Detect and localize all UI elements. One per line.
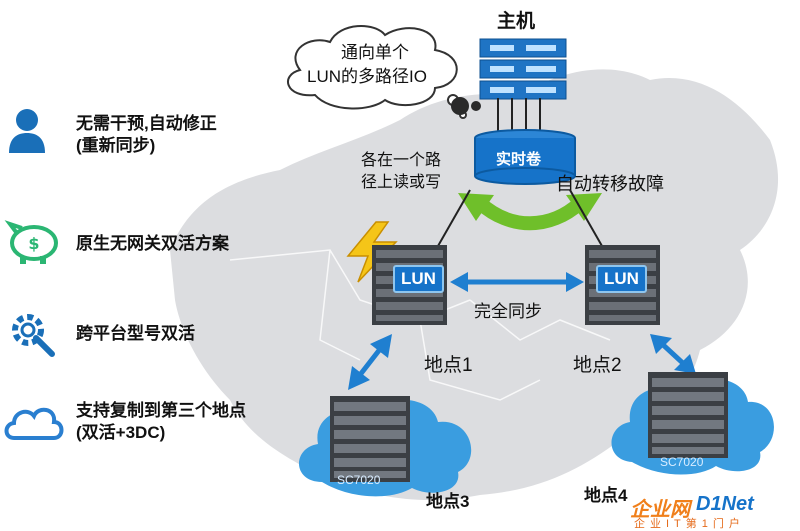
rw-note-1: 各在一个路 [361, 152, 442, 169]
replication-arrow-site4 [650, 334, 696, 374]
failover-label: 自动转移故障 [556, 174, 664, 194]
lun-badge-site1: LUN [393, 265, 444, 293]
feature-label-1: 无需干预,自动修正 (重新同步) [76, 114, 217, 155]
live-volume-label: 实时卷 [496, 151, 542, 168]
feature-label-3: 跨平台型号双活 [76, 324, 195, 343]
person-icon [6, 107, 48, 160]
gear-wrench-icon [6, 308, 56, 363]
server-icon [478, 37, 568, 106]
feature-label-4: 支持复制到第三个地点 (双活+3DC) [76, 401, 246, 442]
cloud-icon [2, 398, 66, 447]
svg-text:$: $ [28, 234, 39, 253]
replication-arrow-site3 [348, 334, 392, 390]
host-label: 主机 [497, 11, 536, 32]
sync-label: 完全同步 [474, 302, 542, 321]
feature-label-2: 原生无网关双活方案 [76, 234, 229, 253]
site4-label: 地点4 [584, 486, 628, 505]
rw-note-2: 径上读或写 [361, 174, 442, 191]
site1-label: 地点1 [424, 355, 473, 376]
storage-array-site3 [330, 396, 410, 482]
piggy-bank-icon: $ [4, 218, 62, 271]
host-links [497, 98, 541, 132]
bubble-text-1: 通向单个 [341, 43, 409, 62]
live-volume-icon [474, 129, 576, 185]
site2-label: 地点2 [573, 355, 622, 376]
storage-array-site4 [648, 372, 728, 458]
lun-badge-site2: LUN [596, 265, 647, 293]
model-label-site3: SC7020 [337, 473, 381, 487]
d1net-logo: 企业网 D1Net 企业IT第1门户 [630, 493, 754, 530]
site3-label: 地点3 [426, 492, 470, 511]
bubble-text-2: LUN的多路径IO [307, 67, 427, 86]
model-label-site4: SC7020 [660, 455, 704, 469]
sync-arrow-icon [450, 272, 584, 292]
bubble-dots [451, 97, 481, 115]
